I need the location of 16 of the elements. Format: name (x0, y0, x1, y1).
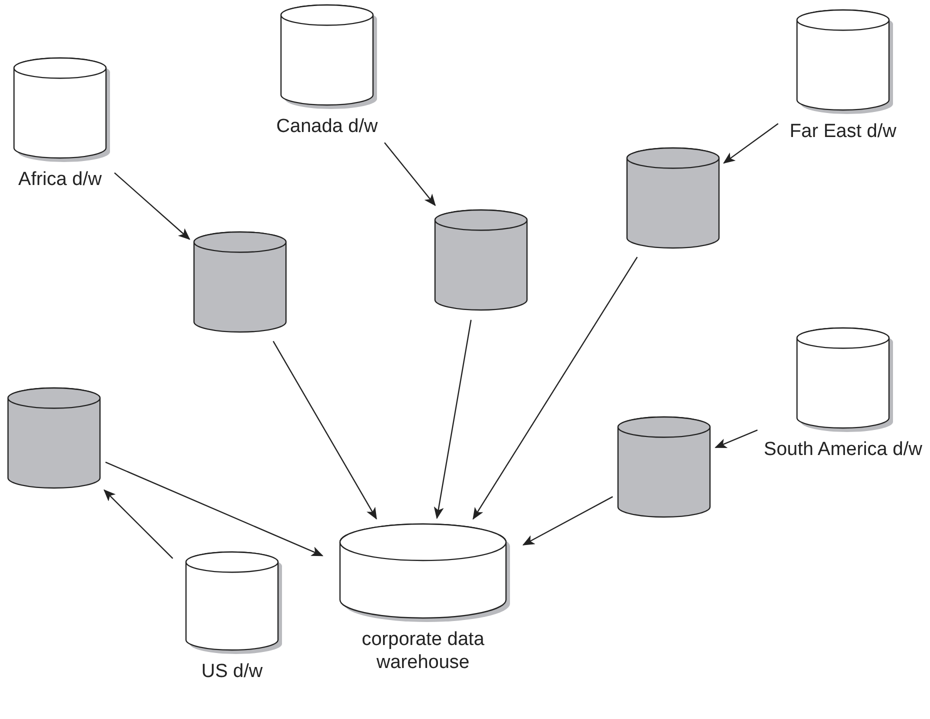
arrow (104, 489, 174, 559)
database-label: South America d/w (763, 438, 923, 461)
arrow (384, 142, 436, 206)
database-label: Far East d/w (788, 120, 898, 143)
arrow (114, 172, 190, 240)
arrow (105, 462, 324, 556)
database-label: Canada d/w (275, 115, 379, 138)
database-label: Africa d/w (17, 168, 103, 191)
database-label: corporate data warehouse (360, 628, 486, 674)
arrow (522, 496, 613, 546)
arrow (714, 430, 758, 448)
database-label: US d/w (200, 660, 264, 683)
arrow (434, 320, 472, 520)
arrow (723, 123, 778, 164)
arrow (272, 340, 377, 520)
arrow (472, 256, 638, 520)
